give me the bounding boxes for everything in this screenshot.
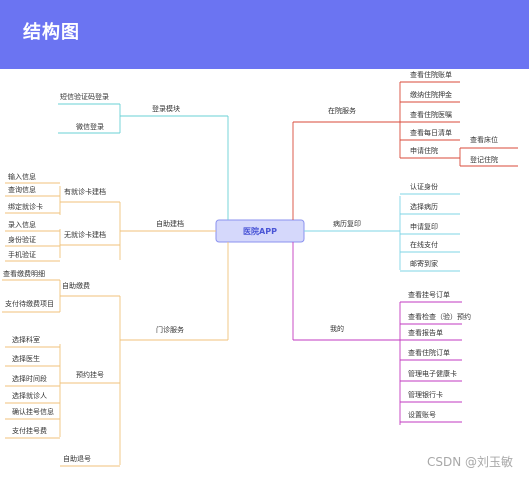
sub-branch-label: 有就诊卡建档 — [64, 187, 106, 196]
branch-label-login: 登录模块 — [152, 104, 180, 113]
leaf-label: 查看挂号订单 — [408, 290, 450, 299]
branch-label-records: 病历复印 — [333, 219, 361, 228]
header-bar: 结构图 — [0, 0, 529, 69]
page-title: 结构图 — [23, 22, 80, 43]
leaf-label: 确认挂号信息 — [12, 407, 54, 416]
leaf-label: 选择科室 — [12, 335, 40, 344]
root-node-label: 医院APP — [243, 226, 277, 236]
leaf-label: 认证身份 — [410, 182, 438, 191]
branch-label-self-register: 自助建档 — [156, 219, 184, 228]
leaf-label: 身份验证 — [8, 235, 36, 244]
leaf-label: 在线支付 — [410, 240, 438, 249]
watermark-text: CSDN @刘玉敏 — [426, 455, 513, 469]
leaf-label: 缴纳住院押金 — [410, 90, 452, 99]
leaf-label: 查看住院账单 — [410, 70, 452, 79]
leaf-label: 查看每日清单 — [410, 128, 452, 137]
leaf-label: 查询信息 — [8, 185, 36, 194]
leaf-label: 绑定就诊卡 — [8, 202, 43, 211]
leaf-label: 申请复印 — [410, 222, 438, 231]
leaf-label: 选择医生 — [12, 354, 40, 363]
leaf-label: 查看缴费明细 — [3, 269, 45, 278]
leaf-label: 选择就诊人 — [12, 391, 47, 400]
leaf-label: 录入信息 — [8, 220, 36, 229]
leaf-label: 选择病历 — [410, 202, 438, 211]
leaf-label: 查看报告单 — [408, 328, 443, 337]
leaf-label: 邮寄到家 — [410, 259, 438, 268]
sub-branch-label: 无就诊卡建档 — [64, 230, 106, 239]
leaf-label: 设置账号 — [408, 410, 436, 419]
branch-label-outpatient: 门诊服务 — [156, 325, 184, 334]
leaf-label: 登记住院 — [470, 155, 498, 164]
leaf-label: 短信验证码登录 — [60, 92, 109, 101]
leaf-label: 输入信息 — [8, 172, 36, 181]
sub-branch-label: 自助退号 — [63, 454, 91, 463]
leaf-label: 申请住院 — [410, 146, 438, 155]
leaf-label: 查看床位 — [470, 135, 498, 144]
leaf-label: 手机验证 — [8, 250, 36, 259]
leaf-label: 选择时间段 — [12, 374, 47, 383]
leaf-label: 查看住院订单 — [408, 348, 450, 357]
leaf-label: 微信登录 — [76, 122, 104, 131]
leaf-label: 支付挂号费 — [12, 426, 47, 435]
branch-label-mine: 我的 — [330, 324, 344, 333]
leaf-label: 管理银行卡 — [408, 390, 443, 399]
sub-branch-label: 自助缴费 — [62, 281, 90, 290]
leaf-label: 查看检查（验）预约 — [408, 312, 471, 321]
leaf-label: 支付待缴费项目 — [5, 299, 54, 308]
branch-label-inpatient: 在院服务 — [328, 106, 356, 115]
leaf-label: 查看住院医嘱 — [410, 110, 452, 119]
sub-branch-label: 预约挂号 — [76, 370, 104, 379]
leaf-label: 管理电子健康卡 — [408, 369, 457, 378]
